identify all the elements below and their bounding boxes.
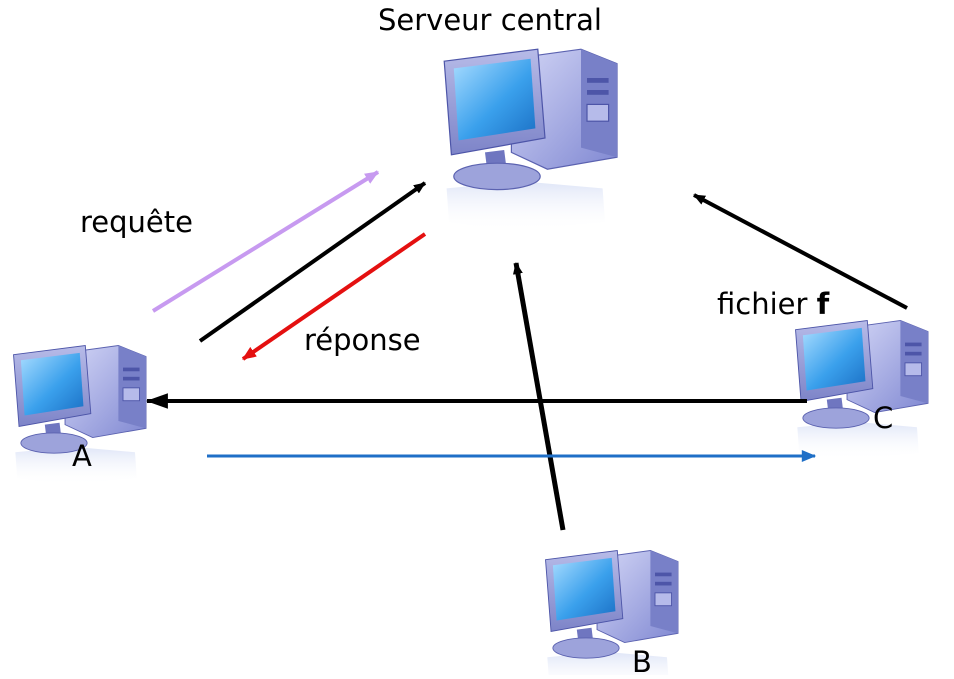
file-name: f	[816, 287, 830, 321]
file-label: fichier f	[717, 290, 829, 319]
node-a-label: A	[72, 439, 92, 473]
request-arrow	[151, 170, 380, 313]
file-prefix: fichier	[717, 287, 808, 321]
node-b-label: B	[632, 645, 652, 679]
b-to-server-arrow	[512, 262, 566, 531]
computer-b-icon	[545, 550, 679, 675]
server-label: Serveur central	[378, 3, 602, 37]
a-to-server-arrow	[198, 181, 427, 343]
request-label: requête	[80, 205, 193, 239]
c-to-server-arrow	[693, 193, 908, 310]
response-arrow	[241, 232, 427, 361]
server-computer-icon	[443, 48, 618, 233]
computer-c-icon	[795, 320, 929, 461]
node-c-label: C	[873, 401, 894, 435]
response-label: réponse	[304, 323, 421, 357]
